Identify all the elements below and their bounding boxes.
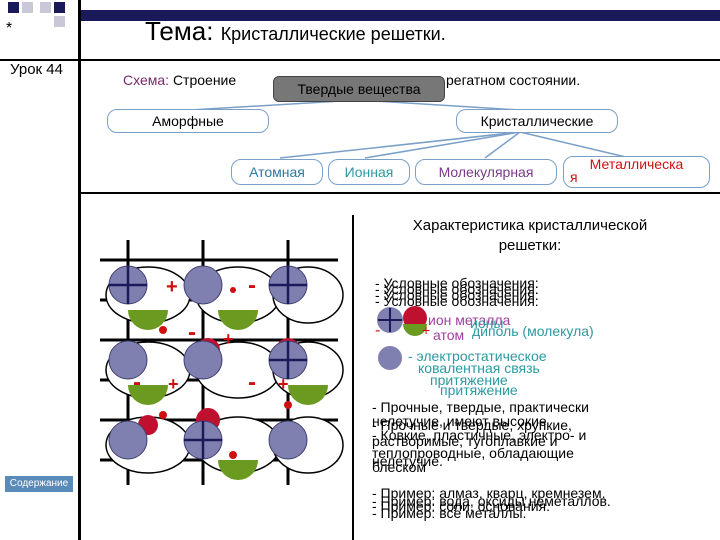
svg-text:-: -	[188, 319, 196, 346]
left-divider	[78, 0, 81, 540]
svg-text:-: -	[375, 322, 380, 339]
schema-text-left: Строение	[172, 72, 237, 88]
schema-text-right: регатном состоянии.	[446, 72, 581, 88]
svg-text:+: +	[223, 329, 234, 349]
property-6: теплопроводные, обладающие	[372, 445, 574, 461]
svg-text:-: -	[133, 369, 141, 396]
ionic-box: Ионная	[328, 159, 410, 185]
example-3: - Пример: соли, основания.	[372, 498, 550, 514]
svg-text:+: +	[168, 374, 179, 394]
svg-text:+: +	[278, 374, 289, 394]
header-square-3	[40, 2, 51, 13]
example-2: - Пример: вода, оксиды неметаллов.	[372, 493, 611, 509]
header-square-2	[22, 2, 33, 13]
legend-electrostatic: - электростатическое	[408, 348, 547, 364]
legend-ions: ионы	[470, 315, 504, 331]
header-square-4	[54, 2, 65, 13]
legend-symbols: - +	[375, 306, 430, 370]
legend-heading-3: - Условные обозначения:	[375, 287, 539, 303]
legend-heading-1: - Условные обозначения:	[375, 275, 539, 291]
legend-heading-4: - Условные обозначения:	[375, 293, 539, 309]
property-3: - Прочные и твердые, хрупкие,	[372, 417, 572, 433]
metallic-box: Металлическа я	[563, 156, 710, 188]
example-1: - Пример: алмаз, кварц, кремнезем.	[372, 485, 606, 501]
crystalline-box: Кристаллические	[456, 109, 618, 133]
legend-atom: атом	[433, 327, 465, 343]
svg-text:-: -	[248, 369, 256, 396]
property-7: блеском	[372, 459, 427, 475]
page-title: Тема: Кристаллические решетки.	[145, 16, 446, 47]
property-1: - Прочные, твердые, практически	[372, 399, 589, 415]
svg-text:-: -	[248, 272, 256, 299]
header-divider	[0, 59, 720, 61]
legend-metal-ion: ион металла	[428, 312, 511, 328]
contents-button[interactable]: Содержание	[5, 476, 73, 492]
schema-divider	[78, 192, 720, 194]
content-divider	[352, 215, 354, 540]
header-square-5	[54, 16, 65, 27]
title-topic: Кристаллические решетки.	[220, 24, 446, 44]
property-5: - Ковкие, пластичные, электро- и	[372, 427, 587, 443]
legend-covalent: ковалентная связь	[418, 360, 540, 376]
characteristics-title-line2: решетки:	[498, 237, 562, 254]
title-prefix: Тема:	[145, 16, 214, 46]
metallic-label-2: я	[570, 169, 578, 185]
legend-dipole: диполь (молекула)	[472, 323, 594, 339]
svg-text:+: +	[422, 322, 430, 338]
star-mark: *	[6, 20, 13, 37]
svg-text:+: +	[166, 276, 178, 298]
lesson-label: Урок 44	[10, 61, 63, 78]
property-4: растворимые, тугоплавкие и	[372, 433, 558, 449]
schema-root-box: Твердые вещества	[273, 76, 445, 102]
header-square-1	[8, 2, 19, 13]
atomic-box: Атомная	[231, 159, 323, 185]
molecular-box: Молекулярная	[415, 159, 557, 185]
schema-label: Схема:	[123, 72, 170, 88]
property-2: нелетучие, имеют высокие	[372, 413, 547, 429]
metallic-label-1: Металлическа	[589, 156, 684, 172]
header-bar	[78, 10, 720, 21]
property-8: нелетучие.	[372, 453, 443, 469]
characteristics-title: Характеристика кристаллической решетки:	[380, 216, 680, 256]
legend-heading-2: - Условные обозначения:	[375, 281, 539, 297]
legend-attraction-2: притяжение	[440, 382, 518, 398]
example-4: - Пример: все металлы.	[372, 505, 527, 521]
crystal-lattice-illustration: + - - + - + - +	[100, 240, 344, 485]
characteristics-title-line1: Характеристика кристаллической	[412, 217, 648, 234]
legend-attraction-1: притяжение	[430, 372, 508, 388]
schema-caption: Схема: Строение	[123, 72, 236, 88]
amorphous-box: Аморфные	[107, 109, 269, 133]
